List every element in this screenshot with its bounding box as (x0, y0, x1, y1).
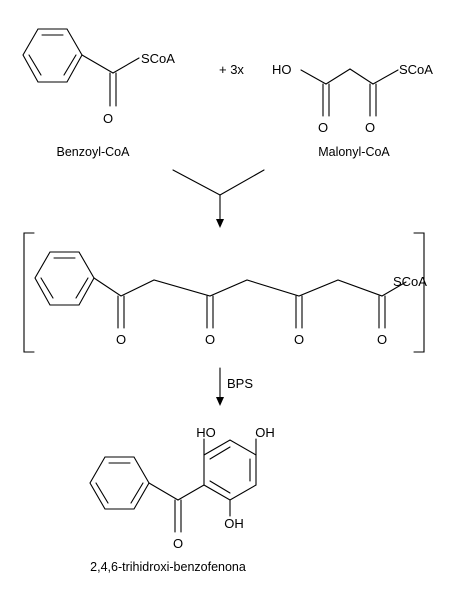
benzoyl-coa-carbonyl-label: O (103, 111, 113, 126)
bps-reaction-arrow (216, 367, 224, 406)
intermediate-carbonyl-label-3: O (294, 332, 304, 347)
malonyl-coa-hydroxyl-bond (300, 69, 327, 85)
malonyl-coa-thioester-carbonyl-bond (369, 83, 377, 117)
benzoyl-coa-carbonyl-bond (109, 72, 117, 107)
product-trihydroxyphenyl-ring (203, 439, 257, 501)
intermediate-structure: SCoA O O O O (34, 251, 427, 347)
intermediate-carbonyl-label-1: O (116, 332, 126, 347)
malonyl-coa-structure: HO SCoA O O (272, 62, 433, 135)
malonyl-coa-acid-carbonyl-bond (322, 83, 330, 117)
benzoyl-coa-thioester-label: SCoA (141, 51, 175, 66)
malonyl-coa-thioester-carbonyl-label: O (365, 120, 375, 135)
product-carbonyl-ring-bond (177, 484, 205, 501)
malonyl-coa-chain-bond-1 (325, 68, 351, 85)
malonyl-coa-name: Malonyl-CoA (318, 145, 390, 159)
converging-arrow (172, 169, 265, 228)
reagent-multiplier: + 3x (219, 62, 244, 77)
intermediate-carbonyl-4-bond (378, 295, 386, 329)
product-carbonyl-label: O (173, 536, 183, 551)
intermediate-carbonyl-3-bond (295, 295, 303, 329)
product-structure: HO OH OH O (89, 425, 275, 551)
product-hydroxyl-bottom: OH (224, 516, 244, 531)
intermediate-benzene-ring (34, 251, 95, 306)
product-name: 2,4,6-trihidroxi-benzofenona (90, 560, 246, 574)
benzoyl-coa-ring-bond (81, 54, 114, 74)
benzoyl-coa-benzene-ring (22, 28, 83, 83)
product-carbonyl-bond (174, 499, 182, 533)
product-phenyl-ring (89, 456, 150, 510)
malonyl-coa-thioester-bond (372, 69, 399, 85)
intermediate-thioester-label: SCoA (393, 274, 427, 289)
intermediate-carbonyl-1-bond (117, 295, 125, 329)
benzoyl-coa-thioester-bond (112, 57, 140, 74)
enzyme-label: BPS (227, 376, 253, 391)
malonyl-coa-hydroxyl-label: HO (272, 62, 292, 77)
product-hydroxyl-top-left: HO (196, 425, 216, 440)
intermediate-carbonyl-2-bond (206, 295, 214, 329)
malonyl-coa-acid-carbonyl-label: O (318, 120, 328, 135)
intermediate-polyketide-chain (93, 277, 407, 297)
intermediate-carbonyl-label-4: O (377, 332, 387, 347)
intermediate-carbonyl-label-2: O (205, 332, 215, 347)
benzoyl-coa-name: Benzoyl-CoA (57, 145, 131, 159)
benzoyl-coa-structure: SCoA O (22, 28, 175, 126)
product-hydroxyl-top-right: OH (255, 425, 275, 440)
malonyl-coa-thioester-label: SCoA (399, 62, 433, 77)
intermediate-brackets (23, 232, 425, 353)
product-phenyl-carbonyl-bond (148, 482, 179, 501)
malonyl-coa-chain-bond-2 (349, 68, 374, 85)
